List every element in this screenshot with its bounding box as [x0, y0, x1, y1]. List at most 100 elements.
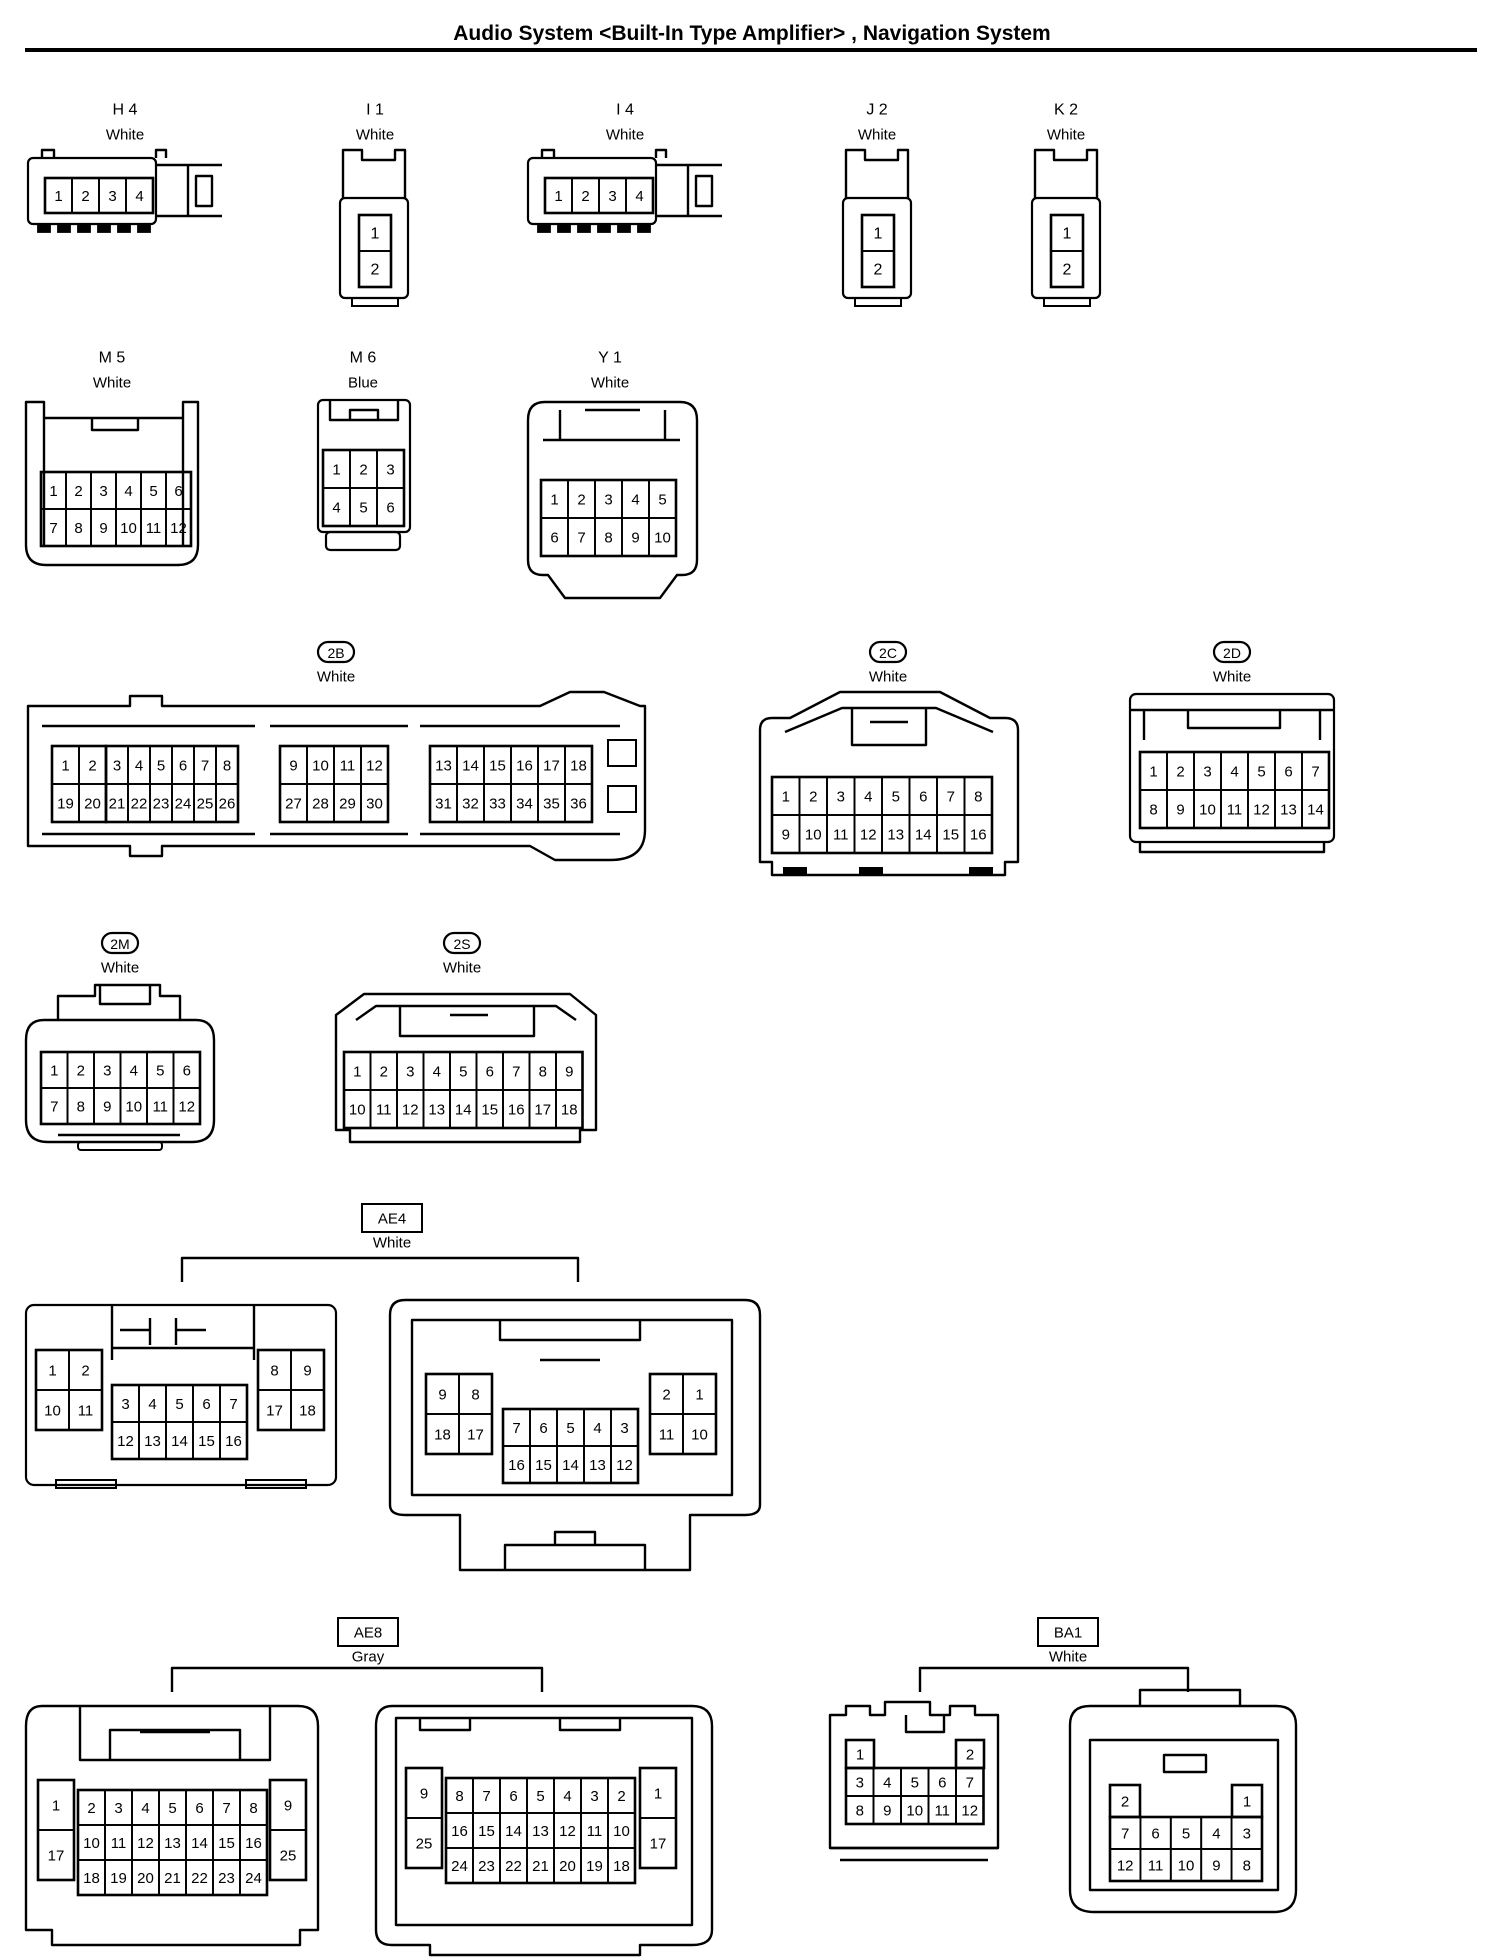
connector-ae4-left-m-pin-label: 3: [121, 1396, 129, 1413]
connector-ae4-right-m-pin-label: 12: [616, 1457, 633, 1474]
connector-ae8-left-m-pin-label: 24: [245, 1870, 262, 1887]
connector-ae4-left-b-pin-label: 17: [266, 1403, 283, 1420]
connector-2b-b-pin-label: 22: [131, 796, 148, 813]
connector-h4-body: [26, 156, 158, 226]
connector-m5-pin-label: 5: [149, 483, 157, 500]
connector-h4-foot: [77, 223, 91, 233]
connector-2b-d-pin-label: 15: [489, 758, 506, 775]
connector-2c-pin-label: 13: [887, 827, 904, 844]
connector-ae4-right-foot: [503, 1530, 647, 1570]
connector-ae4-right-m-pin-label: 4: [593, 1420, 601, 1437]
connector-ba1-right-pin-label: 9: [1212, 1858, 1220, 1875]
connector-ae8-left-m-pin-label: 23: [218, 1870, 235, 1887]
connector-ae8-right-a-pin-label: 9: [420, 1786, 428, 1803]
connector-2c-pin-label: 5: [892, 789, 900, 806]
connector-h4-foot: [37, 223, 51, 233]
connector-y1-inner: [543, 408, 680, 442]
connector-ae4-bracket: [180, 1256, 580, 1282]
connector-h4-foot: [117, 223, 131, 233]
connector-2b-c-pin-label: 28: [312, 796, 329, 813]
connector-ae4-left-a-pin-block: [34, 1348, 104, 1432]
connector-j2-pin-block: [860, 213, 896, 289]
connector-y1-pin-label: 5: [658, 492, 666, 509]
connector-m5-pin-label: 9: [99, 520, 107, 537]
connector-ae4-right-b-pin-block: [648, 1372, 718, 1456]
connector-j2-latch: [844, 148, 910, 198]
connector-ae8-left-m-pin-label: 6: [195, 1800, 203, 1817]
connector-y1-pin-label: 3: [604, 492, 612, 509]
connector-2b-d-pin-label: 13: [435, 758, 452, 775]
connector-2b-c-pin-label: 29: [339, 796, 356, 813]
connector-ae4-left-a-pin-label: 10: [44, 1403, 61, 1420]
connector-ae4-right-b-pin-label: 10: [691, 1427, 708, 1444]
connector-2m-pin-label: 12: [178, 1099, 195, 1116]
connector-2c-pin-label: 1: [782, 789, 790, 806]
connector-2c-pin-label: 10: [805, 827, 822, 844]
connector-h4-code: H 4: [113, 102, 138, 119]
connector-2c-pin-label: 3: [837, 789, 845, 806]
connector-ae8-left-m-pin-label: 22: [191, 1870, 208, 1887]
connector-ae8-left-m-pin-label: 3: [114, 1800, 122, 1817]
connector-2b-b-pin-label: 7: [201, 758, 209, 775]
connector-ba1-right-pin-label: 12: [1117, 1858, 1134, 1875]
connector-2m-body: [24, 983, 216, 1144]
connector-i4-body: [526, 156, 658, 226]
connector-2s-pin-label: 13: [428, 1102, 445, 1119]
connector-ae8-left-b-pin-label: 25: [280, 1848, 297, 1865]
connector-h4-lock: [156, 163, 222, 218]
connector-2c-inner: [784, 706, 994, 747]
connector-ae8-right-m-pin-label: 16: [451, 1823, 468, 1840]
connector-ae8-right-m-pin-label: 20: [559, 1858, 576, 1875]
connector-ae8-right-m-pin-label: 14: [505, 1823, 522, 1840]
connector-ae8-right-inner: [394, 1716, 694, 1927]
connector-ae4-left-a-pin-label: 11: [78, 1403, 94, 1420]
connector-2m-pin-label: 8: [77, 1099, 85, 1116]
connector-2c-foot: [969, 867, 993, 875]
connector-2d-foot: [1138, 842, 1326, 854]
connector-2b-b-pin-label: 5: [157, 758, 165, 775]
connector-h4-pin-block: [43, 176, 155, 215]
connector-ae8-right-a-pin-block: [404, 1766, 444, 1870]
connector-i1-pin-label: 1: [371, 226, 380, 243]
connector-ae8-right-m-pin-label: 22: [505, 1858, 522, 1875]
connector-k2-foot: [1043, 297, 1091, 307]
connector-m6-pin-label: 2: [359, 462, 367, 479]
connector-ae8-right-m-pin-label: 8: [455, 1788, 463, 1805]
connector-ba1-left-top1-pin-label: 1: [856, 1747, 864, 1764]
connector-2d-pin-label: 7: [1311, 764, 1319, 781]
connector-ae4-right-a-pin-label: 9: [438, 1387, 446, 1404]
connector-j2-foot: [854, 297, 902, 307]
connector-2s-pin-label: 15: [481, 1102, 498, 1119]
connector-m5-pin-label: 7: [49, 520, 57, 537]
connector-ae8-left-m-pin-label: 8: [249, 1800, 257, 1817]
connector-2d-code: 2D: [1223, 645, 1241, 661]
connector-ae8-right-m-pin-label: 4: [563, 1788, 571, 1805]
connector-h4-pin-label: 1: [54, 188, 62, 205]
connector-m5-body: [24, 400, 200, 567]
connector-i4-foot: [557, 223, 571, 233]
connector-2c-pin-label: 11: [833, 827, 849, 844]
title-divider: [25, 48, 1477, 52]
connector-m5-pin-label: 8: [74, 520, 82, 537]
connector-ba1-code-box: [1037, 1617, 1099, 1647]
connector-ae8-right-b-pin-block: [638, 1766, 678, 1870]
connector-i4-pin-label: 4: [635, 188, 643, 205]
connector-ae8-left-m-pin-label: 14: [191, 1835, 208, 1852]
connector-ae8-left-a-pin-block: [36, 1778, 76, 1882]
connector-k2-pin-block: [1049, 213, 1085, 289]
connector-i1-code: I 1: [366, 102, 384, 119]
connector-ba1-right-top1-pin-label: 2: [1121, 1794, 1129, 1811]
connector-ae8-right-body: [374, 1704, 714, 1957]
connector-ae4-left-b-pin-label: 18: [299, 1403, 316, 1420]
connector-ba1-right-pin-label: 7: [1121, 1826, 1129, 1843]
connector-2s-pin-label: 2: [380, 1064, 388, 1081]
connector-ba1-left-pin-label: 7: [966, 1775, 974, 1792]
connector-ae8-color: Gray: [352, 1649, 385, 1666]
connector-ba1-left-pin-label: 3: [856, 1775, 864, 1792]
connector-m5-pin-label: 4: [124, 483, 132, 500]
connector-m6-pin-label: 5: [359, 500, 367, 517]
connector-ae8-left-m-pin-label: 20: [137, 1870, 154, 1887]
connector-2d-pin-label: 3: [1203, 764, 1211, 781]
connector-2b-lock: [607, 785, 637, 813]
connector-ae4-right-inner: [410, 1318, 734, 1497]
